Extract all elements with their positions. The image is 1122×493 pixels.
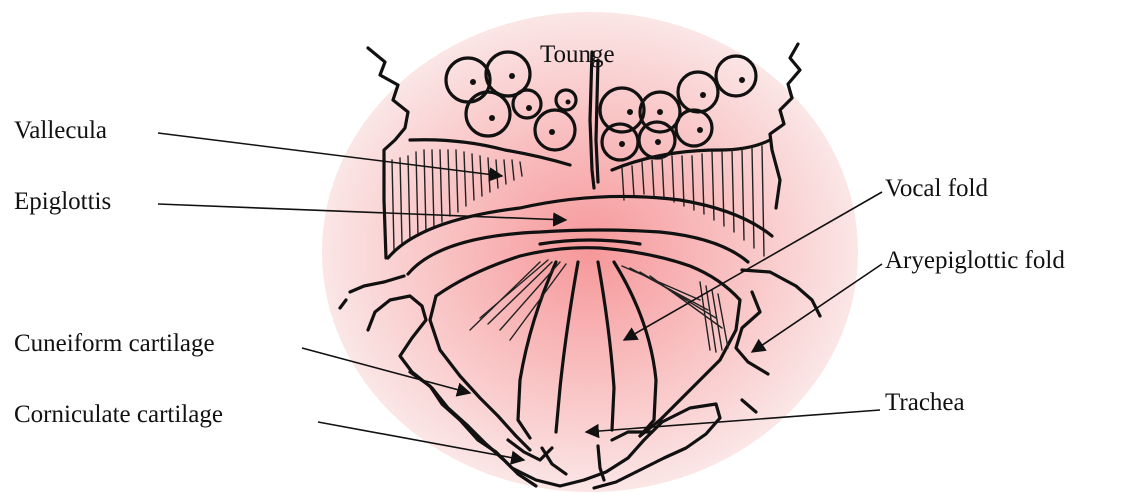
label-vallecula: Vallecula (14, 118, 107, 143)
label-epiglottis: Epiglottis (14, 189, 111, 214)
label-vocal-fold: Vocal fold (885, 176, 988, 201)
label-corniculate-cartilage: Corniculate cartilage (14, 402, 223, 427)
label-aryepiglottic-fold: Aryepiglottic fold (885, 248, 1065, 273)
label-cuneiform-cartilage: Cuneiform cartilage (14, 331, 215, 356)
label-trachea: Trachea (885, 390, 965, 415)
label-tongue: Tounge (540, 42, 615, 67)
